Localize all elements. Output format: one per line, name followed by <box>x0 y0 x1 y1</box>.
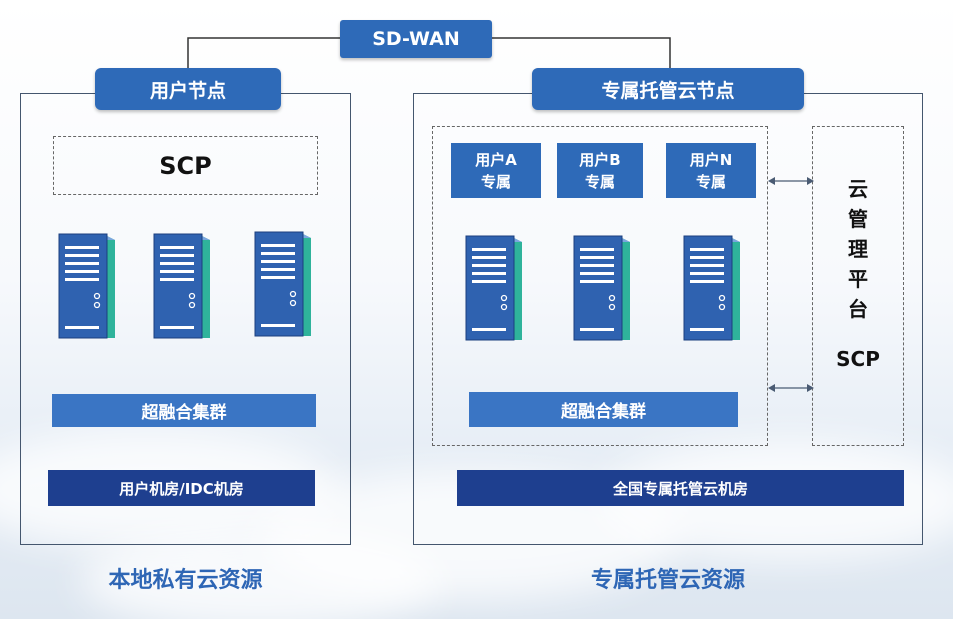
tenant-zone <box>432 126 768 446</box>
tenant-n-line1: 用户N <box>689 150 733 169</box>
cloud-mgmt-char: 理 <box>848 237 868 261</box>
double-arrow-icon <box>768 384 814 392</box>
tenant-b-line1: 用户B <box>579 150 621 169</box>
right-cluster-text: 超融合集群 <box>561 402 646 422</box>
tenant-a-line1: 用户A <box>475 150 517 169</box>
cloud-mgmt-char: 平 <box>848 267 868 291</box>
left-scp-text: SCP <box>159 151 212 180</box>
cloud-mgmt-scp-text: SCP <box>836 347 880 371</box>
server-icon <box>153 233 210 339</box>
sd-wan-label: SD-WAN <box>340 20 492 58</box>
cloud-mgmt-box <box>812 126 904 446</box>
left-datacenter-text: 用户机房/IDC机房 <box>119 479 244 498</box>
tenant-b-line2: 专属 <box>584 172 615 191</box>
tenant-n-line2: 专属 <box>695 172 726 191</box>
right-caption-text: 专属托管云资源 <box>590 568 745 593</box>
server-icon <box>254 231 311 337</box>
cloud-mgmt-char: 云 <box>848 177 868 201</box>
cloud-mgmt-label: 云 管 理 平 台 <box>812 174 904 324</box>
user-node-title: 用户节点 <box>149 79 226 102</box>
double-arrow-icon <box>768 177 814 185</box>
left-scp-box: SCP <box>53 136 318 195</box>
tenant-b-box: 用户B 专属 <box>557 143 643 198</box>
right-datacenter-bar: 全国专属托管云机房 <box>457 470 904 506</box>
user-node-header: 用户节点 <box>95 68 281 110</box>
tenant-n-box: 用户N 专属 <box>666 143 756 198</box>
left-caption-text: 本地私有云资源 <box>108 568 263 593</box>
sd-wan-text: SD-WAN <box>372 28 460 50</box>
cloud-mgmt-scp: SCP <box>812 347 904 371</box>
cloud-mgmt-char: 管 <box>848 207 868 231</box>
cloud-mgmt-char: 台 <box>848 297 868 321</box>
tenant-a-line2: 专属 <box>480 172 511 191</box>
left-cluster-text: 超融合集群 <box>141 403 227 423</box>
server-icon <box>573 235 630 341</box>
right-cluster-bar: 超融合集群 <box>469 392 738 427</box>
server-icon <box>465 235 522 341</box>
right-caption: 专属托管云资源 <box>413 562 923 594</box>
right-datacenter-text: 全国专属托管云机房 <box>612 479 748 498</box>
server-icon <box>683 235 740 341</box>
server-icon <box>58 233 115 339</box>
hosted-node-header: 专属托管云节点 <box>532 68 804 110</box>
hosted-node-title: 专属托管云节点 <box>601 79 735 102</box>
left-cluster-bar: 超融合集群 <box>52 394 316 427</box>
left-datacenter-bar: 用户机房/IDC机房 <box>48 470 315 506</box>
tenant-a-box: 用户A 专属 <box>451 143 541 198</box>
left-caption: 本地私有云资源 <box>20 562 351 594</box>
